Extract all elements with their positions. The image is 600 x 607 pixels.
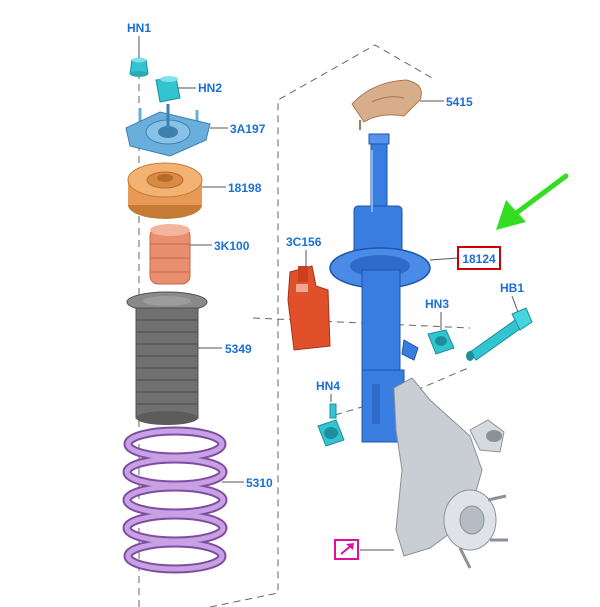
label-hn2[interactable]: HN2 bbox=[198, 81, 222, 95]
label-5310[interactable]: 5310 bbox=[246, 476, 273, 490]
spring-seat-5415[interactable] bbox=[351, 79, 422, 130]
label-hn3[interactable]: HN3 bbox=[425, 297, 449, 311]
label-18198[interactable]: 18198 bbox=[228, 181, 262, 195]
green-arrow-icon bbox=[496, 173, 569, 230]
label-3k100[interactable]: 3K100 bbox=[214, 239, 250, 253]
nut-hn3[interactable] bbox=[427, 329, 455, 355]
label-3a197[interactable]: 3A197 bbox=[230, 122, 266, 136]
label-3c156[interactable]: 3C156 bbox=[286, 235, 322, 249]
coil-spring-5310[interactable] bbox=[122, 426, 228, 574]
label-hb1[interactable]: HB1 bbox=[500, 281, 524, 295]
bearing-18198[interactable] bbox=[127, 162, 203, 219]
leader-lines bbox=[138, 36, 519, 551]
nut-hn4[interactable] bbox=[317, 403, 345, 447]
label-18124[interactable]: 18124 bbox=[462, 252, 496, 266]
bump-stop-3k100[interactable] bbox=[149, 224, 191, 285]
top-mount-3a197[interactable] bbox=[125, 104, 211, 157]
steering-knuckle bbox=[393, 377, 508, 569]
dust-boot-5349[interactable] bbox=[126, 291, 208, 425]
label-5415[interactable]: 5415 bbox=[446, 95, 473, 109]
strut-18124[interactable] bbox=[329, 133, 431, 443]
external-link-arrow-icon[interactable] bbox=[334, 539, 359, 560]
nut-hn2[interactable] bbox=[155, 76, 181, 103]
label-hn1[interactable]: HN1 bbox=[127, 21, 151, 35]
bracket-3c156[interactable] bbox=[287, 265, 331, 351]
nut-hn1[interactable] bbox=[129, 57, 149, 78]
bolt-hb1[interactable] bbox=[466, 307, 533, 361]
highlight-box bbox=[457, 246, 501, 270]
part-labels: HN1 HN2 3A197 18198 3K100 5349 5310 5415… bbox=[127, 21, 524, 490]
label-5349[interactable]: 5349 bbox=[225, 342, 252, 356]
highlighted-part-18124[interactable]: 18124 bbox=[457, 246, 501, 270]
label-hn4[interactable]: HN4 bbox=[316, 379, 340, 393]
